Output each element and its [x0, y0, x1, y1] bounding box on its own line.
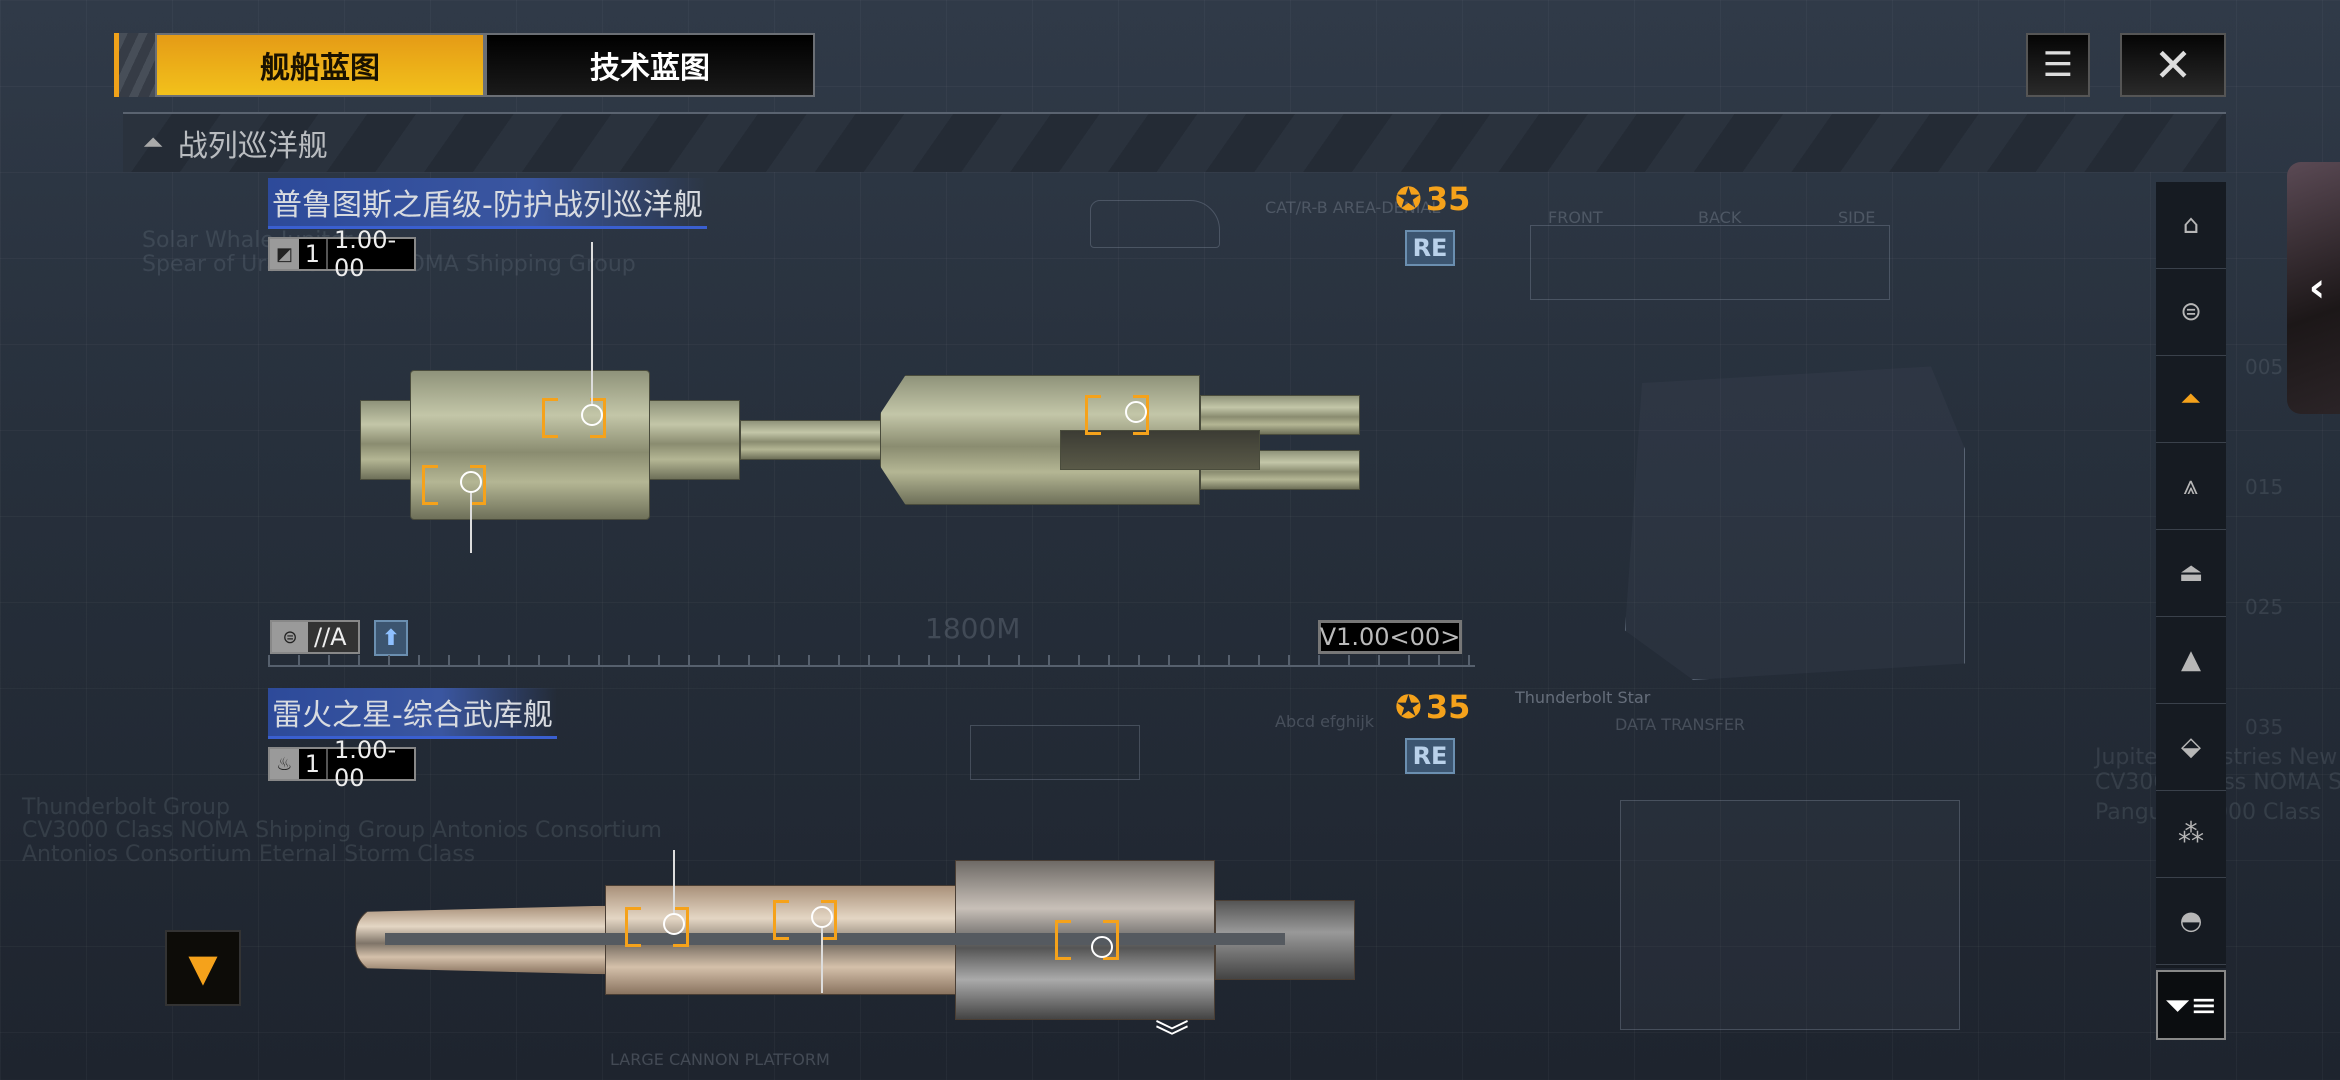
auxiliary-icon: ◓: [2179, 906, 2203, 936]
ship-tag: RE: [1405, 738, 1455, 774]
blueprint-module-sketch: [1090, 200, 1220, 248]
ship-card-1[interactable]: 普鲁图斯之盾级-防护战列巡洋舰 ◩ 1 1.00-00: [268, 178, 707, 282]
tab-tech-blueprint[interactable]: 技术蓝图: [485, 33, 815, 97]
battlecruiser-icon: ⏶: [143, 127, 164, 158]
ship-type-badge: ⊜ //A: [270, 620, 360, 654]
blueprint-label: BACK: [1698, 208, 1742, 227]
tab-ship-blueprint[interactable]: 舰船蓝图: [155, 33, 485, 97]
blueprint-weapon: [970, 725, 1140, 780]
battlecruiser-icon: ⏶: [2180, 383, 2202, 414]
sidebar-item-fighter[interactable]: ⁂: [2156, 791, 2226, 878]
triangle-emblem-icon: ▼: [188, 946, 218, 990]
hangar-icon: ⌂: [2182, 210, 2200, 240]
sidebar-item-destroyer[interactable]: ⏏: [2156, 530, 2226, 617]
cost-icon: ✪: [1395, 180, 1422, 218]
ship-type-label: //A: [308, 622, 358, 652]
tab-bar-decoration: [114, 33, 155, 97]
sidebar-item-hangar[interactable]: ⌂: [2156, 182, 2226, 269]
filter-button[interactable]: ⏷≡: [2156, 970, 2226, 1040]
document-button[interactable]: ☰: [2026, 33, 2090, 97]
bg-text: Antonios Consortium Eternal Storm Class: [22, 842, 476, 867]
sidebar-item-frigate[interactable]: ▲: [2156, 617, 2226, 704]
cost-value: 35: [1425, 688, 1471, 726]
ship-tier: 1: [298, 239, 329, 269]
blueprint-views: [1530, 225, 1890, 300]
blueprint-label: Abcd efghijk: [1275, 712, 1375, 731]
ship-name: 雷火之星-综合武库舰: [268, 688, 557, 739]
blueprint-tab-bar: 舰船蓝图 技术蓝图: [114, 33, 815, 97]
blueprint-label: FRONT: [1548, 208, 1603, 227]
filter-icon: ⏷≡: [2164, 985, 2218, 1024]
ship-level-badge: ◩ 1 1.00-00: [268, 226, 416, 282]
ship-level-badge: ♨ 1 1.00-00: [268, 736, 416, 792]
ship-cost: ✪35: [1395, 688, 1470, 726]
ship-version: 1.00-00: [328, 736, 414, 792]
ship-length: 1800M: [925, 612, 1021, 645]
sidebar-item-auxiliary[interactable]: ◓: [2156, 878, 2226, 965]
sidebar-item-corvette[interactable]: ⬙: [2156, 704, 2226, 791]
ship-tag: RE: [1405, 230, 1455, 266]
blueprint-label: LARGE CANNON PLATFORM: [610, 1050, 830, 1069]
ship-name: 普鲁图斯之盾级-防护战列巡洋舰: [268, 178, 707, 229]
ship-image-1[interactable]: [360, 242, 1360, 553]
upgrade-icon[interactable]: ⬆: [374, 620, 408, 656]
scale-tick: 015: [2245, 475, 2284, 499]
blueprint-label: Thunderbolt Star: [1515, 688, 1651, 707]
ship-tier: 1: [298, 749, 329, 779]
blueprint-label: SIDE: [1838, 208, 1876, 227]
cost-icon: ✪: [1395, 688, 1422, 726]
blueprint-component: [1620, 800, 1960, 1030]
sidebar-item-carrier[interactable]: ⊜: [2156, 269, 2226, 356]
version-box: V1.00<00>: [1318, 620, 1462, 654]
ship-cost: ✪35: [1395, 180, 1470, 218]
scale-tick: 035: [2245, 715, 2284, 739]
side-panel-toggle[interactable]: ‹: [2287, 162, 2340, 414]
carrier-icon: ⊜: [2180, 297, 2202, 327]
scroll-down-chevron-icon[interactable]: ︾: [1155, 1018, 1189, 1058]
document-icon: ☰: [2042, 45, 2074, 85]
corvette-icon: ⬙: [2181, 732, 2201, 762]
ship-class-sidebar: ⌂ ⊜ ⏶ ⩓ ⏏ ▲ ⬙ ⁂ ◓: [2156, 182, 2226, 968]
close-icon: ✕: [2153, 38, 2193, 92]
scale-tick: 005: [2245, 355, 2284, 379]
ship-card-2[interactable]: 雷火之星-综合武库舰 ♨ 1 1.00-00: [268, 688, 557, 792]
cost-value: 35: [1425, 180, 1471, 218]
close-button[interactable]: ✕: [2120, 33, 2226, 97]
sidebar-item-cruiser[interactable]: ⩓: [2156, 443, 2226, 530]
scale-ruler: [268, 655, 1475, 667]
faction-icon: ◩: [275, 243, 293, 265]
fighter-icon: ⁂: [2178, 819, 2204, 849]
ship-version: 1.00-00: [328, 226, 414, 282]
cruiser-icon: ⩓: [2183, 470, 2199, 501]
ship-image-2[interactable]: [355, 850, 1365, 1025]
chevron-left-icon: ‹: [2308, 265, 2326, 311]
blueprint-turret: [1625, 366, 1965, 680]
faction-icon: ♨: [276, 753, 293, 775]
emblem-icon: ⊜: [282, 626, 298, 648]
sidebar-item-battlecruiser[interactable]: ⏶: [2156, 356, 2226, 443]
frigate-icon: ▲: [2181, 645, 2201, 675]
bg-text: Thunderbolt Group: [22, 795, 230, 820]
blueprint-label: CAT/R-B AREA-DENIAL: [1265, 198, 1441, 217]
scale-tick: 025: [2245, 595, 2284, 619]
destroyer-icon: ⏏: [2178, 558, 2204, 588]
category-header: ⏶ 战列巡洋舰: [123, 112, 2226, 172]
bg-text: CV3000 Class NOMA Shipping Group Antonio…: [22, 818, 662, 843]
faction-emblem-button[interactable]: ▼: [165, 930, 241, 1006]
blueprint-label: DATA TRANSFER: [1615, 715, 1746, 734]
category-title: 战列巡洋舰: [177, 129, 328, 164]
